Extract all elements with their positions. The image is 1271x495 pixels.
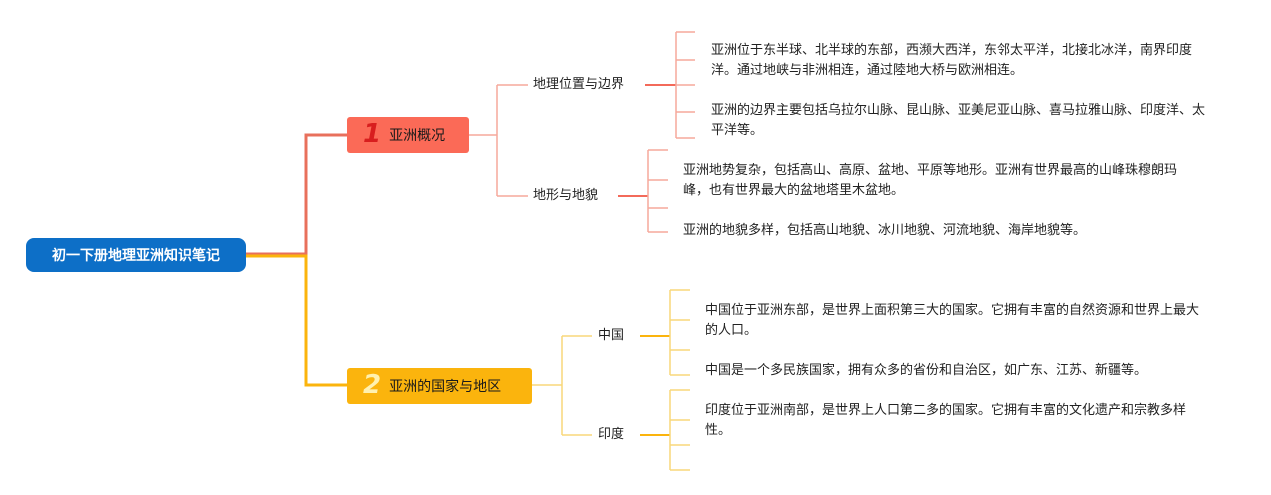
note-2-1-2[interactable]: 中国是一个多民族国家，拥有众多的省份和自治区，如广东、江苏、新疆等。 — [705, 361, 1200, 381]
root-to-branch-2-line — [246, 254, 347, 387]
note-2-1-1[interactable]: 中国位于亚洲东部，是世界上面积第三大的国家。它拥有丰富的自然资源和世界上最大的人… — [705, 301, 1200, 341]
subtopic-1-2-label: 地形与地貌 — [533, 188, 599, 203]
subtopic-1-2[interactable]: 地形与地貌 — [533, 187, 598, 205]
subtopic-2-1[interactable]: 中国 — [598, 327, 624, 345]
branch-1-to-subs-line — [469, 84, 528, 197]
root-node[interactable]: 初一下册地理亚洲知识笔记 — [26, 238, 246, 272]
note-2-1-1-text: 中国位于亚洲东部，是世界上面积第三大的国家。它拥有丰富的自然资源和世界上最大的人… — [705, 303, 1200, 338]
root-title: 初一下册地理亚洲知识笔记 — [52, 248, 220, 264]
note-2-2-1-text: 印度位于亚洲南部，是世界上人口第二多的国家。它拥有丰富的文化遗产和宗教多样性。 — [705, 403, 1187, 438]
branch-2-number: 2 — [363, 370, 382, 400]
note-1-2-1-text: 亚洲地势复杂，包括高山、高原、盆地、平原等地形。亚洲有世界最高的山峰珠穆朗玛峰，… — [683, 163, 1178, 198]
note-1-1-1[interactable]: 亚洲位于东半球、北半球的东部，西濒大西洋，东邻太平洋，北接北冰洋，南界印度洋。通… — [711, 41, 1206, 81]
note-1-1-1-text: 亚洲位于东半球、北半球的东部，西濒大西洋，东邻太平洋，北接北冰洋，南界印度洋。通… — [711, 43, 1193, 78]
subtopic-2-2[interactable]: 印度 — [598, 426, 624, 444]
note-2-2-1[interactable]: 印度位于亚洲南部，是世界上人口第二多的国家。它拥有丰富的文化遗产和宗教多样性。 — [705, 401, 1200, 441]
branch-2-label: 亚洲的国家与地区 — [389, 379, 502, 395]
branch-node-2[interactable]: 2 亚洲的国家与地区 — [347, 368, 532, 404]
note-2-1-2-text: 中国是一个多民族国家，拥有众多的省份和自治区，如广东、江苏、新疆等。 — [705, 363, 1148, 378]
branch-2-to-subs-line — [532, 335, 592, 436]
note-1-2-2[interactable]: 亚洲的地貌多样，包括高山地貌、冰川地貌、河流地貌、海岸地貌等。 — [683, 221, 1178, 241]
note-1-2-1[interactable]: 亚洲地势复杂，包括高山、高原、盆地、平原等地形。亚洲有世界最高的山峰珠穆朗玛峰，… — [683, 161, 1178, 201]
note-1-1-2-text: 亚洲的边界主要包括乌拉尔山脉、昆山脉、亚美尼亚山脉、喜马拉雅山脉、印度洋、太平洋… — [711, 103, 1206, 138]
sub-1-2-notes-line — [647, 149, 668, 233]
root-to-branch-1-line — [246, 133, 347, 256]
branch-1-number: 1 — [363, 119, 382, 149]
sub-2-2-notes-line — [669, 389, 690, 471]
subtopic-2-1-label: 中国 — [598, 328, 625, 343]
subtopic-1-1-label: 地理位置与边界 — [533, 77, 625, 92]
sub-2-1-notes-line — [669, 289, 690, 376]
subtopic-1-1[interactable]: 地理位置与边界 — [533, 76, 624, 94]
branch-1-label: 亚洲概况 — [389, 128, 446, 144]
note-1-1-2[interactable]: 亚洲的边界主要包括乌拉尔山脉、昆山脉、亚美尼亚山脉、喜马拉雅山脉、印度洋、太平洋… — [711, 101, 1206, 141]
note-1-2-2-text: 亚洲的地貌多样，包括高山地貌、冰川地貌、河流地貌、海岸地貌等。 — [683, 223, 1087, 238]
branch-node-1[interactable]: 1 亚洲概况 — [347, 117, 469, 153]
sub-1-1-notes-line — [675, 31, 695, 139]
subtopic-2-2-label: 印度 — [598, 427, 625, 442]
